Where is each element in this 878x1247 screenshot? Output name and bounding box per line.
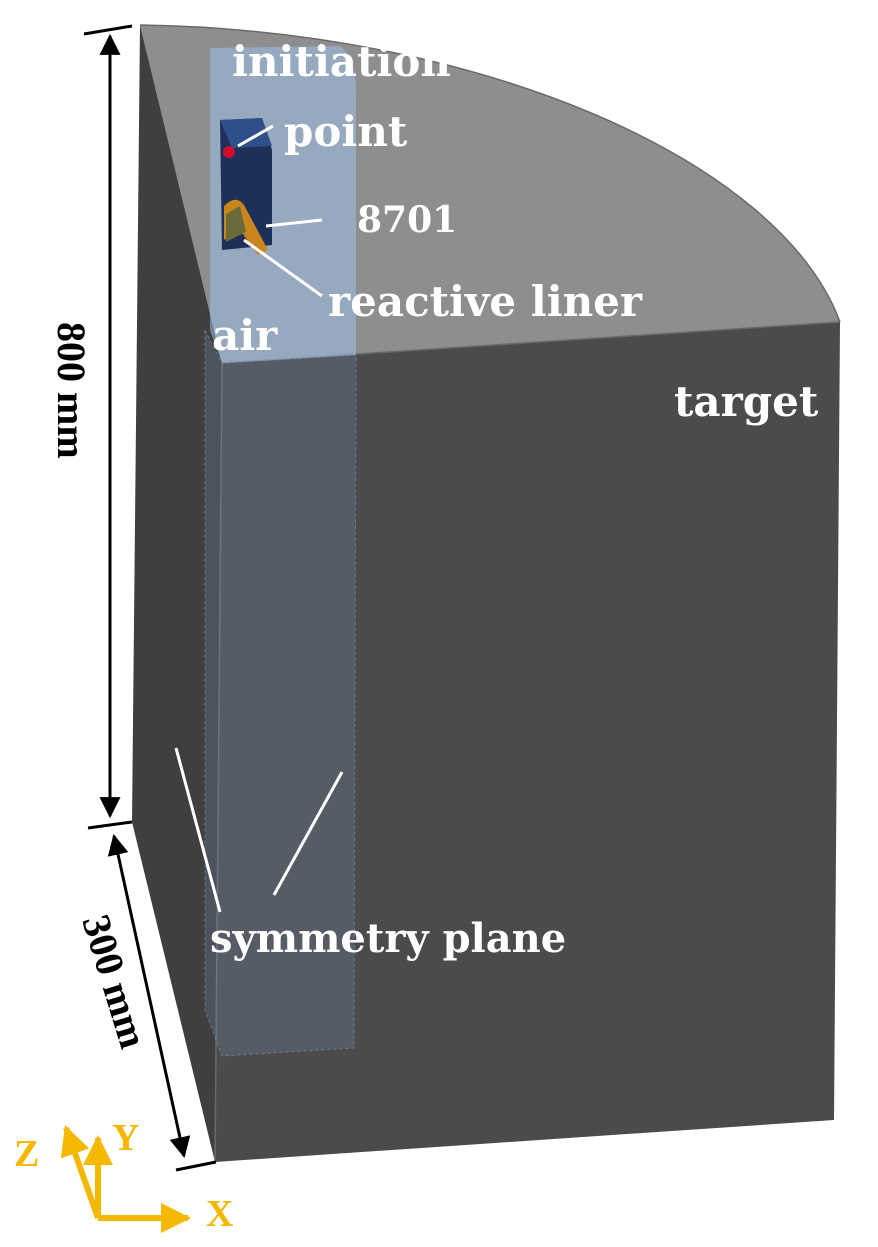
height-dimension-label: 800 mm [49, 322, 94, 459]
explosive-leader-line [265, 218, 323, 228]
initiation-label: initiation [232, 37, 451, 86]
initiation-point-marker [223, 146, 235, 158]
symmetry-plane-label: symmetry plane [210, 915, 566, 962]
height-tick-top [83, 24, 133, 36]
z-axis-arrow [60, 1125, 101, 1220]
point-leader-line [237, 124, 274, 148]
point-label: point [284, 107, 408, 156]
symmetry-leader-right [272, 771, 344, 896]
symmetry-leader-left [174, 747, 222, 913]
depth-tick-bottom [175, 1160, 217, 1172]
x-axis-label: X [206, 1193, 233, 1235]
liner-inner [226, 206, 246, 242]
z-axis-label: Z [14, 1133, 39, 1175]
depth-dimension-line [107, 833, 191, 1159]
y-axis-label: Y [112, 1117, 139, 1159]
depth-dimension-label: 300 mm [73, 909, 156, 1053]
axes-triad: Z Y X [14, 1117, 233, 1235]
explosive-label: 8701 [357, 199, 457, 241]
air-label: air [212, 311, 278, 360]
target-front-face [215, 322, 840, 1162]
air-column-body [204, 329, 357, 1057]
explosive-charge-top [220, 118, 272, 148]
target-label: target [674, 377, 819, 426]
height-tick-bottom [87, 820, 133, 830]
liner-leader-line [243, 238, 323, 298]
reactive-liner-label: reactive liner [328, 277, 643, 326]
